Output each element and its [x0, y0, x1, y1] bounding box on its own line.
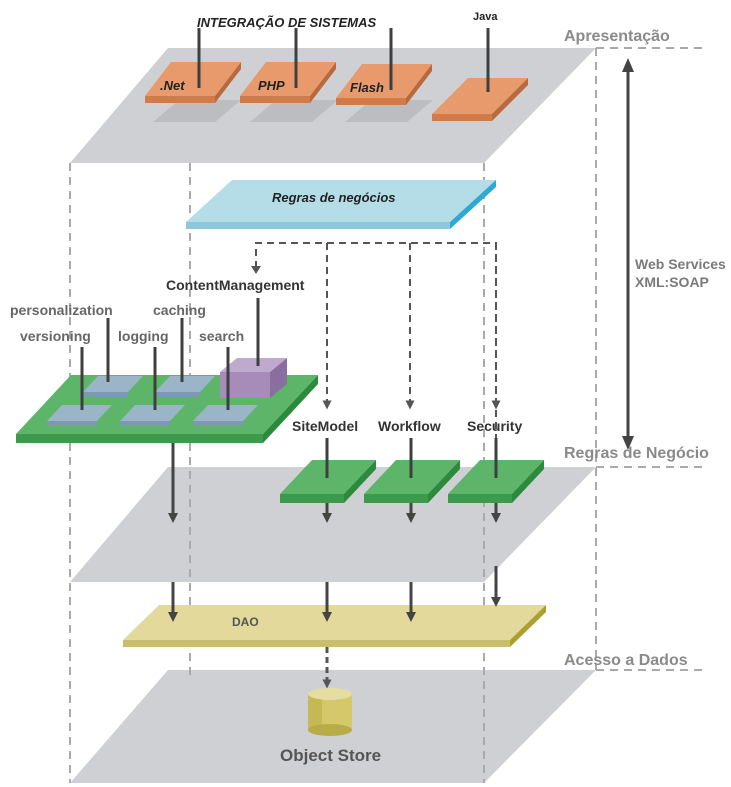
platform-pins	[197, 28, 490, 92]
business-rules-label: Regras de negócios	[272, 190, 396, 205]
platform-java-tile	[432, 78, 528, 121]
cm-module-tiles	[47, 376, 258, 426]
platform-flash-label: Flash	[350, 80, 384, 95]
dao-label: DAO	[232, 615, 259, 629]
xml-soap-label: XML:SOAP	[635, 274, 709, 290]
layer-label-data-access: Acesso a Dados	[564, 652, 688, 669]
object-store-cylinder	[308, 688, 352, 736]
layer-label-presentation: Apresentação	[564, 28, 670, 45]
dao-bar	[123, 605, 546, 647]
layer-label-business: Regras de Negócio	[564, 445, 709, 462]
platform-dotnet-tile	[145, 62, 241, 122]
service-workflow-label: Workflow	[378, 418, 441, 434]
platform-php-label: PHP	[258, 78, 285, 93]
module-caching-label: caching	[153, 302, 206, 318]
content-management-label: ContentManagement	[166, 277, 305, 293]
object-store-label: Object Store	[280, 746, 382, 765]
service-security-label: Security	[467, 418, 523, 434]
cm-pins	[80, 298, 260, 410]
service-sitemodel-label: SiteModel	[292, 418, 359, 434]
platform-flash-tile	[336, 64, 433, 122]
web-services-label: Web Services	[635, 256, 726, 272]
content-management-box	[220, 358, 287, 398]
platform-dotnet-label: .Net	[160, 78, 185, 93]
platform-php-tile	[240, 62, 338, 122]
service-pins	[325, 438, 498, 478]
arrows-to-dao	[168, 566, 501, 622]
business-rules-bar	[186, 180, 496, 229]
arrows-to-business	[168, 443, 501, 523]
web-services-arrow	[622, 58, 634, 450]
module-search-label: search	[199, 328, 245, 344]
module-personalization-label: personalization	[10, 302, 113, 318]
module-versioning-label: versioning	[20, 328, 91, 344]
rules-connectors	[255, 242, 501, 452]
rules-to-cm-arrowhead	[251, 266, 261, 274]
platform-java-label: Java	[473, 11, 498, 23]
module-logging-label: logging	[118, 328, 169, 344]
integration-title: INTEGRAÇÃO DE SISTEMAS	[197, 15, 377, 30]
